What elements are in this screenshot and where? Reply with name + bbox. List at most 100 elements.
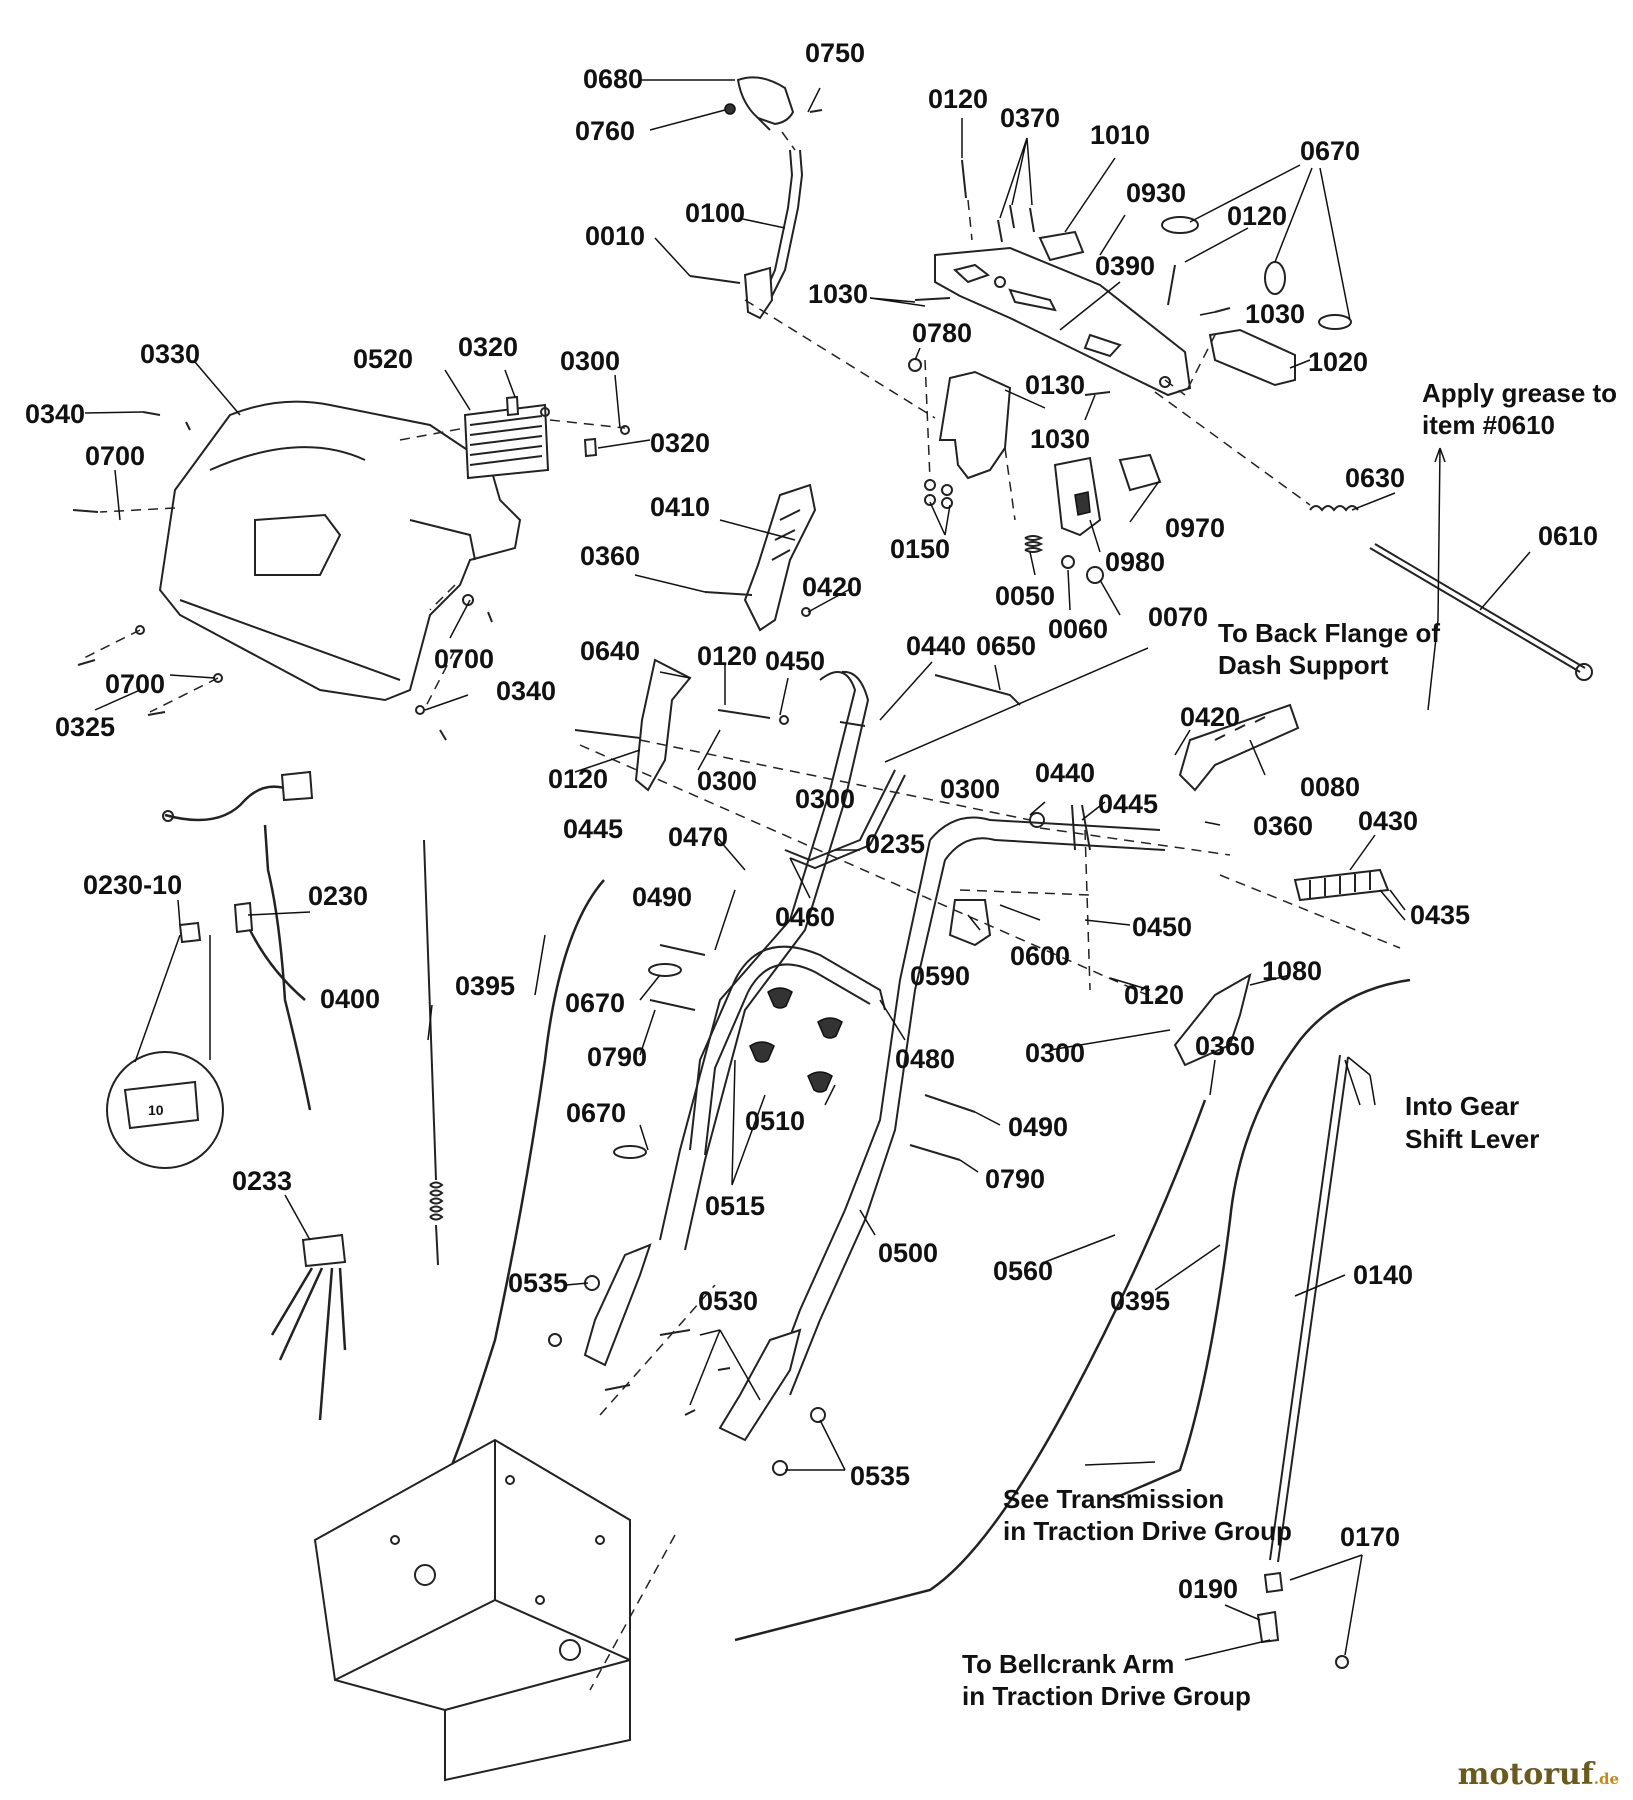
- callout-1080: 1080: [1262, 956, 1322, 986]
- note-transmission-line2: in Traction Drive Group: [1003, 1516, 1292, 1546]
- callout-0390: 0390: [1095, 251, 1155, 281]
- callout-0300: 0300: [1025, 1038, 1085, 1068]
- watermark-logo: motoruf.de: [1458, 1757, 1619, 1792]
- part-0330-console: [158, 400, 522, 702]
- part-0500-handle: [769, 816, 1166, 1396]
- callout-0430: 0430: [1358, 806, 1418, 836]
- part-0490-0790-bolts: [649, 944, 976, 1161]
- callout-1020: 1020: [1308, 347, 1368, 377]
- callout-0070: 0070: [1148, 602, 1208, 632]
- callout-0450: 0450: [1132, 912, 1192, 942]
- part-0650-rod: [934, 674, 1021, 706]
- callout-0470: 0470: [668, 822, 728, 852]
- part-0680-knob: [724, 76, 823, 131]
- note-gear-shift-line1: Into Gear: [1405, 1091, 1519, 1121]
- callout-0320: 0320: [650, 428, 710, 458]
- part-0395-cable-left: [448, 879, 605, 1471]
- callout-0300: 0300: [560, 346, 620, 376]
- callout-0395: 0395: [1110, 1286, 1170, 1316]
- callout-0500: 0500: [878, 1238, 938, 1268]
- callout-0320: 0320: [458, 332, 518, 362]
- callout-0120: 0120: [548, 764, 608, 794]
- callout-0300: 0300: [940, 774, 1000, 804]
- callout-0080: 0080: [1300, 772, 1360, 802]
- callout-0590: 0590: [910, 961, 970, 991]
- part-0230-harness: [162, 770, 314, 1111]
- callout-0600: 0600: [1010, 941, 1070, 971]
- callout-0410: 0410: [650, 492, 710, 522]
- part-lower-left-bracket: [583, 1243, 652, 1367]
- callout-0750: 0750: [805, 38, 865, 68]
- part-0233-harness: [270, 1233, 347, 1421]
- callout-0130: 0130: [1025, 370, 1085, 400]
- note-arrows: [1344, 447, 1446, 1106]
- callout-0460: 0460: [775, 902, 835, 932]
- part-0130: [938, 370, 1012, 480]
- callout-0440: 0440: [1035, 758, 1095, 788]
- callout-0670: 0670: [1300, 136, 1360, 166]
- callout-0790: 0790: [985, 1164, 1045, 1194]
- callout-0630: 0630: [1345, 463, 1405, 493]
- callout-1030: 1030: [1030, 424, 1090, 454]
- part-0010-pin: [689, 275, 741, 284]
- drawing-linework: [72, 76, 1593, 1782]
- note-apply-grease-line1: Apply grease to: [1422, 378, 1617, 408]
- callout-0235: 0235: [865, 829, 925, 859]
- callout-0610: 0610: [1538, 521, 1598, 551]
- callout-0490: 0490: [1008, 1112, 1068, 1142]
- callout-0340: 0340: [496, 676, 556, 706]
- callout-0233: 0233: [232, 1166, 292, 1196]
- callout-0440: 0440: [906, 631, 966, 661]
- note-transmission-line1: See Transmission: [1003, 1484, 1224, 1514]
- callout-0760: 0760: [575, 116, 635, 146]
- part-0320-clip-b: [583, 437, 598, 458]
- callout-0230-10: 0230-10: [83, 870, 182, 900]
- part-0100-rod: [743, 131, 804, 320]
- part-0400-rod: [423, 839, 444, 1266]
- part-0430-grip: [1293, 868, 1390, 902]
- callout-0480: 0480: [895, 1044, 955, 1074]
- part-0670-ties: [613, 963, 682, 1159]
- callout-0700: 0700: [434, 644, 494, 674]
- callout-0120: 0120: [697, 641, 757, 671]
- callout-0790: 0790: [587, 1042, 647, 1072]
- note-apply-grease-line2: item #0610: [1422, 410, 1555, 440]
- part-0080-lever: [1178, 703, 1300, 792]
- callout-0120: 0120: [1124, 980, 1184, 1010]
- part-0120-bolt: [1167, 264, 1176, 306]
- lower-frame: [313, 1438, 631, 1782]
- callout-0170: 0170: [1340, 1522, 1400, 1552]
- part-0060: [1061, 555, 1075, 569]
- callout-0300: 0300: [795, 784, 855, 814]
- callout-0640: 0640: [580, 636, 640, 666]
- callout-0490: 0490: [632, 882, 692, 912]
- callout-0650: 0650: [976, 631, 1036, 661]
- part-0395-cable-right: [1109, 978, 1411, 1502]
- part-1030-screw-c: [1084, 391, 1111, 396]
- callout-0930: 0930: [1126, 178, 1186, 208]
- callout-0780: 0780: [912, 318, 972, 348]
- callout-0360: 0360: [1253, 811, 1313, 841]
- upper-handle-hardware: [574, 709, 1091, 851]
- callout-1030: 1030: [808, 279, 868, 309]
- callout-0420: 0420: [1180, 702, 1240, 732]
- callout-0300: 0300: [697, 766, 757, 796]
- leader-lines: [84, 79, 1531, 1661]
- callout-0190: 0190: [1178, 1574, 1238, 1604]
- callout-0360: 0360: [1195, 1031, 1255, 1061]
- part-0390-dash-support: [934, 246, 1192, 397]
- callout-0680: 0680: [583, 64, 643, 94]
- callout-0400: 0400: [320, 984, 380, 1014]
- part-lower-right-bracket: [718, 1328, 802, 1442]
- callout-0700: 0700: [105, 669, 165, 699]
- assembly-dashed-lines: [79, 299, 1401, 1691]
- part-0630-spring: [1309, 505, 1359, 512]
- callout-0670: 0670: [566, 1098, 626, 1128]
- callout-0535: 0535: [850, 1461, 910, 1491]
- callout-0150: 0150: [890, 534, 950, 564]
- part-0510-knobs: [749, 987, 843, 1093]
- console-screws: [72, 411, 493, 741]
- part-0780: [908, 358, 922, 372]
